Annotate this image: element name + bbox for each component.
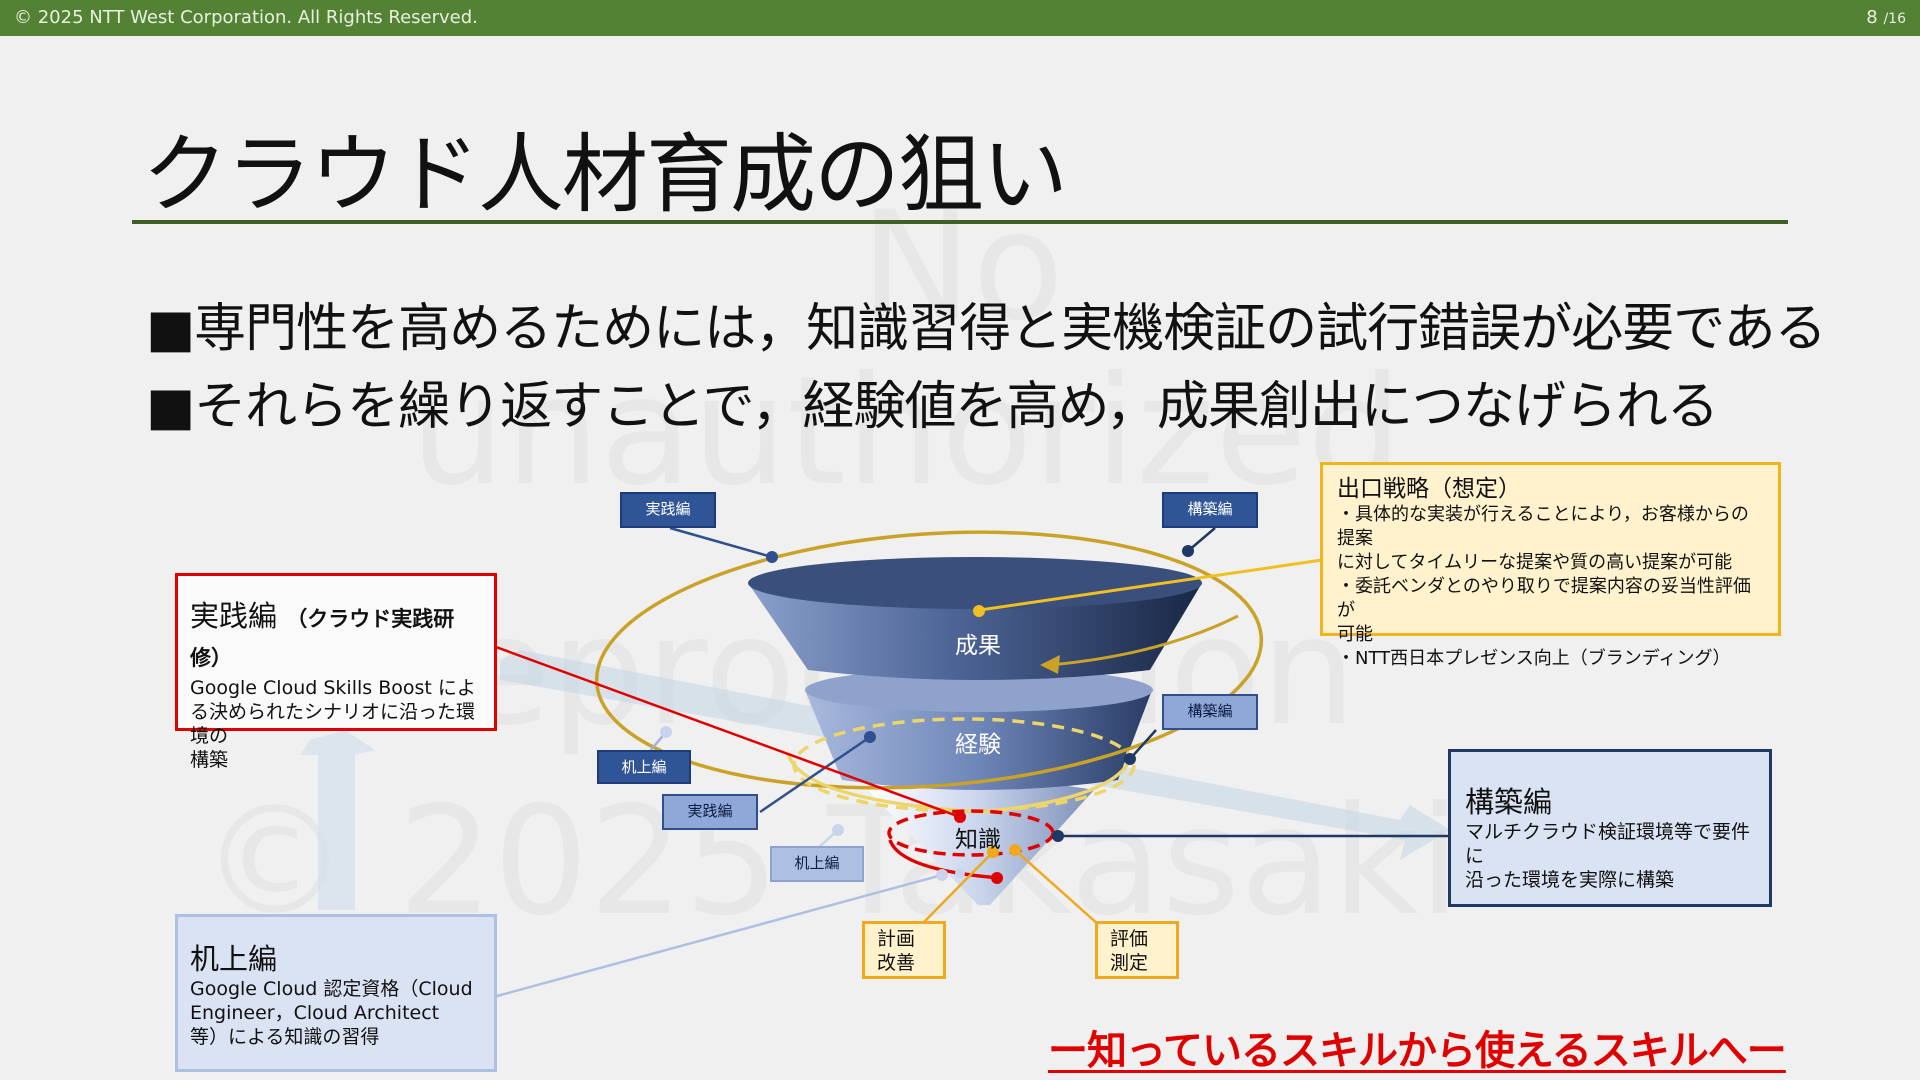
funnel-label-experience: 経験	[955, 732, 1001, 758]
build-box: 構築編 マルチクラウド検証環境等で要件に 沿った環境を実際に構築	[1448, 749, 1772, 907]
tag-desk-1: 机上編	[597, 750, 691, 784]
tag-practice-top: 実践編	[620, 492, 716, 528]
desk-box: 机上編 Google Cloud 認定資格（Cloud Engineer，Clo…	[175, 914, 497, 1072]
slogan: ー知っているスキルから使えるスキルへー	[1048, 1028, 1787, 1074]
header-bar: © 2025 NTT West Corporation. All Rights …	[0, 0, 1920, 36]
bullet-2: ■それらを繰り返すことで，経験値を高め，成果創出につなげられる	[146, 377, 1719, 437]
exit-heading: 出口戦略（想定）	[1337, 476, 1521, 502]
tag-build-mid: 構築編	[1162, 694, 1258, 730]
tag-desk-2: 机上編	[770, 846, 864, 882]
build-heading: 構築編	[1465, 785, 1553, 819]
cycle-plan: 計画改善	[862, 921, 946, 979]
desk-heading: 机上編	[190, 942, 278, 976]
page-number: 8 /16	[1866, 7, 1906, 28]
copyright: © 2025 NTT West Corporation. All Rights …	[14, 7, 478, 28]
practice-heading: 実践編	[190, 599, 278, 633]
tag-practice-mid: 実践編	[662, 794, 758, 830]
practice-heading-note: （クラウド実践研修）	[190, 607, 455, 670]
exit-strategy-box: 出口戦略（想定） ・具体的な実装が行えることにより，お客様からの提案 に対してタ…	[1320, 462, 1781, 669]
bullet-1: ■専門性を高めるためには，知識習得と実機検証の試行錯誤が必要である	[146, 299, 1827, 359]
page-title: クラウド人材育成の狙い	[142, 125, 1068, 225]
title-rule	[132, 220, 1788, 224]
practice-box: 実践編 （クラウド実践研修） Google Cloud Skills Boost…	[175, 573, 497, 771]
cycle-evaluate: 評価測定	[1095, 921, 1179, 979]
tag-build-top: 構築編	[1162, 492, 1258, 528]
funnel-label-result: 成果	[955, 633, 1001, 659]
funnel-label-knowledge: 知識	[955, 827, 1001, 853]
